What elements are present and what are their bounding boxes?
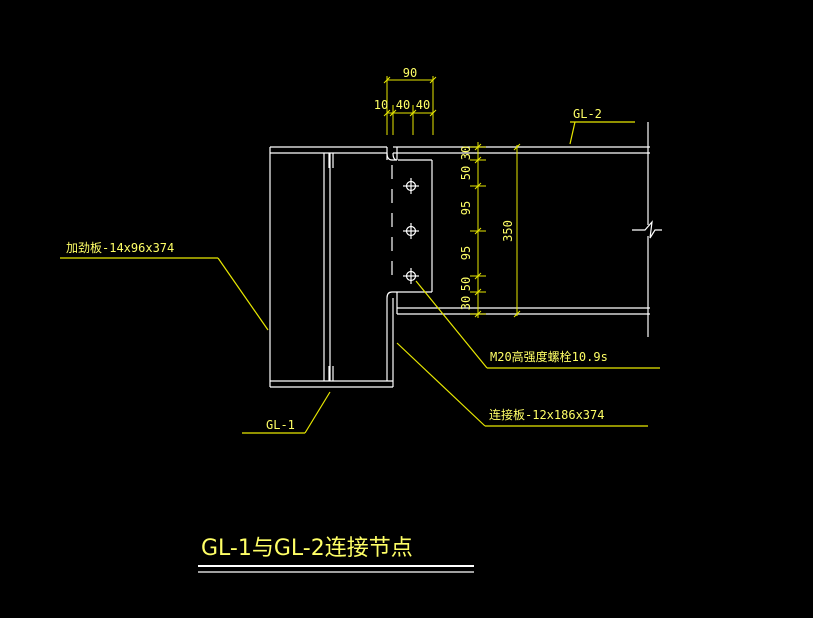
- bolt-3: [403, 268, 419, 284]
- plate-leader: 连接板-12x186x374: [396, 342, 648, 427]
- dim-v-2: 50: [459, 166, 473, 180]
- dim-v-4: 95: [459, 246, 473, 260]
- gl2-beam: [396, 122, 662, 337]
- gl2-label: GL-2: [573, 107, 602, 121]
- bolt-1: [403, 178, 419, 194]
- plate-label: 连接板-12x186x374: [489, 407, 604, 422]
- dim-total: 90: [403, 66, 417, 80]
- stiffener-plates: [328, 153, 334, 381]
- title-text: GL-1与GL-2连接节点: [201, 536, 413, 561]
- vertical-dimensions: 30 50 95 95 50 30 350: [459, 142, 521, 318]
- dim-height: 350: [501, 220, 515, 242]
- gl2-leader: GL-2: [569, 107, 635, 145]
- dim-part-1: 10: [374, 98, 388, 112]
- bolt-label: M20高强度螺栓10.9s: [490, 349, 608, 364]
- bolt-leader: M20高强度螺栓10.9s: [415, 280, 660, 369]
- connection-plate: [391, 159, 433, 293]
- flange-cutout: [386, 146, 398, 299]
- bolts: [403, 178, 419, 284]
- stiffener-leader: 加劲板-14x96x374: [60, 241, 269, 331]
- top-dimensions: 90 10 40 40: [374, 66, 437, 135]
- bolt-2: [403, 223, 419, 239]
- dim-part-2: 40: [396, 98, 410, 112]
- dim-v-3: 95: [459, 201, 473, 215]
- dim-v-5: 50: [459, 277, 473, 291]
- dim-part-3: 40: [416, 98, 430, 112]
- gl1-leader: GL-1: [242, 391, 331, 434]
- dim-v-1: 30: [459, 146, 473, 160]
- stiffener-label: 加劲板-14x96x374: [66, 241, 174, 255]
- gl1-beam: [269, 146, 394, 388]
- drawing-title: GL-1与GL-2连接节点: [198, 536, 474, 573]
- dim-v-6: 30: [459, 296, 473, 310]
- gl1-label: GL-1: [266, 418, 295, 432]
